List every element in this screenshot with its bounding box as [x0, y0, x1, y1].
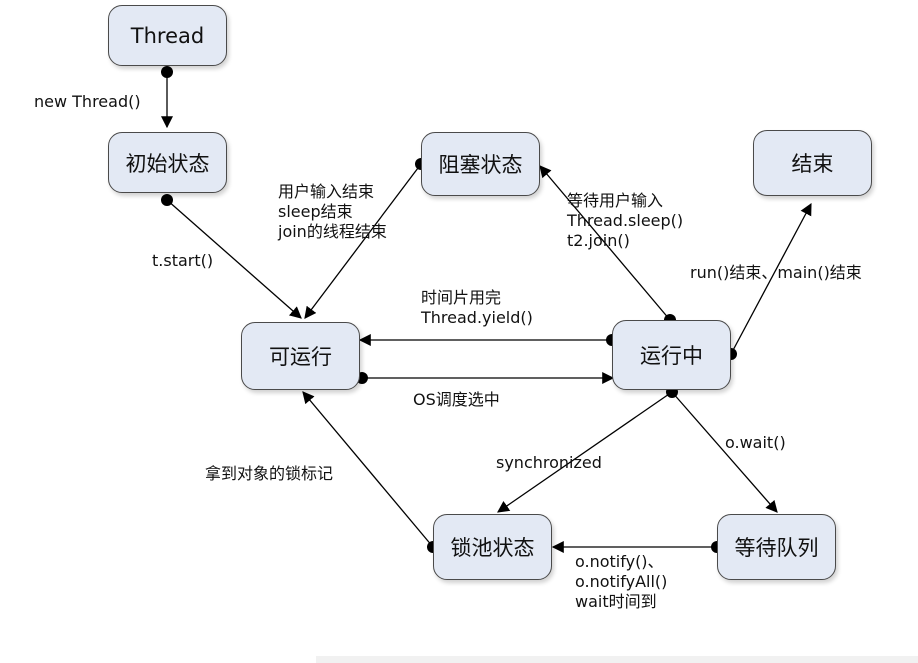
label-new-thread: new Thread()	[34, 92, 141, 111]
bottom-edge-strip	[316, 656, 918, 663]
edge-dot	[161, 66, 173, 78]
label-line: Thread.sleep()	[567, 211, 684, 230]
node-finished: 结束	[753, 130, 872, 196]
node-thread: Thread	[108, 5, 227, 66]
edge-running-to-lockpool	[497, 391, 673, 513]
label-line: Thread.yield()	[421, 308, 533, 327]
edge-running-to-blocked	[539, 165, 671, 321]
label-line: wait时间到	[575, 592, 657, 611]
label-blocked-end: 用户输入结束 sleep结束 join的线程结束	[278, 182, 387, 242]
label-line: o.notify()、	[575, 552, 664, 571]
edge-blocked-to-runnable	[304, 163, 422, 319]
node-runnable: 可运行	[241, 322, 360, 390]
node-running: 运行中	[612, 320, 731, 390]
label-line: 用户输入结束	[278, 182, 375, 201]
label-notify: o.notify()、 o.notifyAll() wait时间到	[575, 552, 667, 612]
edge-running-to-waitqueue	[671, 391, 778, 513]
edge-dot	[161, 194, 173, 206]
label-line: 时间片用完	[421, 288, 502, 307]
label-wait: o.wait()	[725, 433, 786, 452]
label-run-end: run()结束、main()结束	[690, 263, 862, 282]
label-yield: 时间片用完 Thread.yield()	[421, 288, 533, 328]
edge-lockpool-to-runnable	[302, 391, 434, 548]
label-line: 等待用户输入	[567, 191, 664, 210]
label-start: t.start()	[152, 251, 214, 270]
node-initial-state: 初始状态	[108, 132, 227, 193]
label-line: sleep结束	[278, 202, 353, 221]
node-wait-queue: 等待队列	[717, 514, 836, 580]
edge-initial-to-runnable	[166, 199, 302, 319]
node-lock-pool-state: 锁池状态	[433, 514, 552, 580]
label-synchronized: synchronized	[496, 453, 602, 472]
label-got-lock: 拿到对象的锁标记	[205, 464, 334, 483]
label-line: o.notifyAll()	[575, 572, 668, 591]
label-line: join的线程结束	[278, 222, 387, 241]
label-line: t2.join()	[567, 231, 630, 250]
node-blocked-state: 阻塞状态	[421, 132, 540, 196]
label-os-schedule: OS调度选中	[413, 390, 500, 409]
label-to-blocked: 等待用户输入 Thread.sleep() t2.join()	[567, 191, 683, 251]
edge-running-to-finished	[730, 202, 812, 355]
